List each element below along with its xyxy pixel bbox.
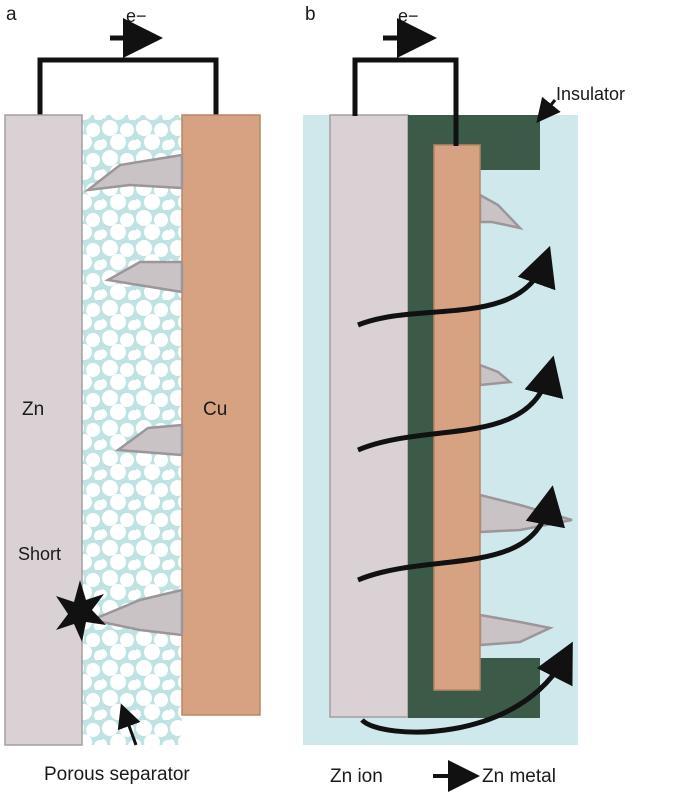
zn-label-a: Zn xyxy=(22,399,44,420)
zn-electrode-b xyxy=(329,114,409,718)
external-wire-b xyxy=(352,57,459,146)
panel-a: a e− Zn Cu Short Porous separator xyxy=(4,4,261,785)
panel-b: b e− Insulator Zn ion Zn metal xyxy=(303,4,625,792)
external-wire-a xyxy=(37,57,219,116)
cu-label-a: Cu xyxy=(203,399,227,420)
zn-electrode-a xyxy=(4,114,83,746)
electron-label-b: e− xyxy=(398,6,419,26)
dendrites-a xyxy=(83,153,184,637)
ion-flow-arrows xyxy=(357,245,573,735)
insulator-label: Insulator xyxy=(556,84,625,104)
legend-zn-ion: Zn ion xyxy=(330,766,383,787)
separator-label: Porous separator xyxy=(44,764,190,785)
panel-b-label: b xyxy=(305,4,316,25)
electron-label-a: e− xyxy=(126,6,147,26)
legend-zn-metal: Zn metal xyxy=(482,766,556,787)
cu-electrode-b xyxy=(433,144,481,691)
short-label: Short xyxy=(18,544,61,564)
short-circuit-star-icon xyxy=(56,580,106,642)
insulator-pointer-arrow xyxy=(536,96,561,123)
cu-electrode-a xyxy=(181,114,261,716)
panel-a-label: a xyxy=(6,4,17,25)
separator-pointer-arrow xyxy=(117,703,141,746)
